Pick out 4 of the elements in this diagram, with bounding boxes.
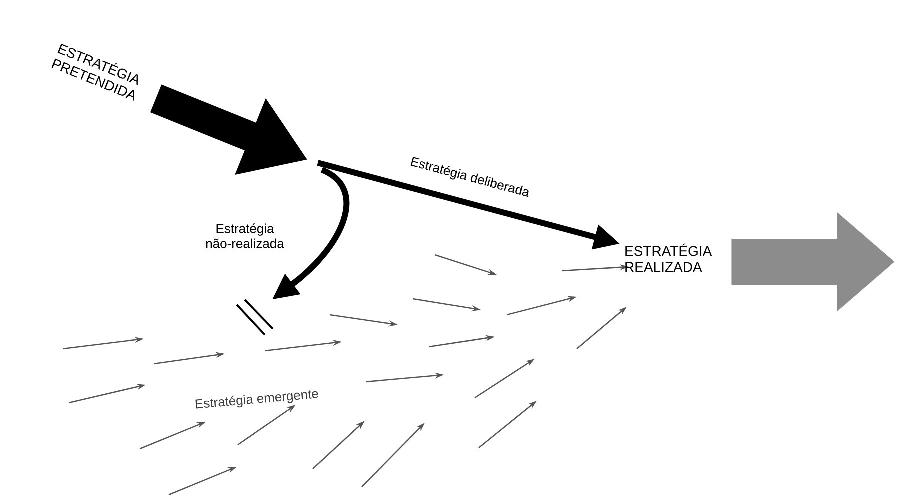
edge-label: Estratégia não-realizada xyxy=(206,224,284,248)
text-label: Estratégia emergente xyxy=(196,390,318,409)
double-bar-mark xyxy=(236,299,274,336)
text-label: ESTRATÉGIA REALIZADA xyxy=(626,244,712,272)
